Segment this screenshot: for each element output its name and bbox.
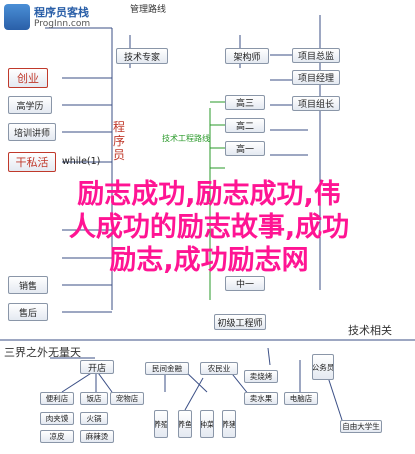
tech-route-label: 技术工程路线 xyxy=(162,134,210,143)
bottom-node-food-2: 麻辣烫 xyxy=(80,430,114,443)
bottom-node-hotpot: 火锅 xyxy=(80,412,108,425)
overlay-line-1: 励志成功,励志成功,伟 xyxy=(77,179,341,210)
level-mid-1: 中一 xyxy=(225,276,265,291)
bottom-node-food-1: 凉皮 xyxy=(40,430,74,443)
bottom-root-shop: 开店 xyxy=(80,360,114,374)
level-senior-1: 高一 xyxy=(225,141,265,156)
right-node-director: 项目总监 xyxy=(292,48,340,63)
bottom-node-agri-0: 养殖 xyxy=(154,410,168,438)
architect-node: 架构师 xyxy=(225,48,269,64)
programmer-label: 程序员 xyxy=(113,120,126,162)
management-route-label: 管理路线 xyxy=(130,5,167,15)
bottom-node-petshop: 宠物店 xyxy=(110,392,144,405)
left-node-aftersales: 售后 xyxy=(8,303,48,321)
left-node-sidejob: 干私活 xyxy=(8,152,56,172)
bottom-node-shop-0: 电脑店 xyxy=(284,392,318,405)
bottom-node-stall-1: 卖水果 xyxy=(244,392,278,405)
bottom-node-customs: 民间金融 xyxy=(145,362,189,375)
bottom-node-restaurant: 饭店 xyxy=(80,392,108,405)
level-senior-2: 高二 xyxy=(225,118,265,133)
overlay-title: 励志成功,励志成功,伟 人成功的励志故事,成功 励志,成功励志网 xyxy=(8,178,410,277)
bottom-node-agri-1: 养鱼 xyxy=(178,410,192,438)
bottom-node-agri-2: 种菜 xyxy=(200,410,214,438)
bottom-node-agri-3: 养猪 xyxy=(222,410,236,438)
bottom-node-food-0: 肉夹馍 xyxy=(40,412,74,425)
bottom-node-tail: 自由大学生 xyxy=(340,420,382,433)
tech-expert-node: 技术专家 xyxy=(116,48,168,64)
left-node-startup: 创业 xyxy=(8,68,48,88)
level-junior: 初级工程师 xyxy=(214,314,266,330)
right-node-lead: 项目组长 xyxy=(292,96,340,111)
left-node-degree: 高学历 xyxy=(8,96,52,114)
right-node-manager: 项目经理 xyxy=(292,70,340,85)
watermark-name: 程序员客栈 xyxy=(34,6,89,19)
overlay-line-2: 人成功的励志故事,成功 xyxy=(68,212,350,243)
bottom-node-agri: 农民业 xyxy=(200,362,238,375)
bottom-node-gov: 公务员 xyxy=(312,354,334,380)
watermark-logo xyxy=(4,4,30,30)
bottom-node-convenience: 便利店 xyxy=(40,392,74,405)
section-technical: 技术相关 xyxy=(348,324,392,337)
bottom-node-stall-0: 卖烧烤 xyxy=(244,370,278,383)
overlay-line-3: 励志,成功励志网 xyxy=(109,245,309,276)
watermark-url: ProgInn.com xyxy=(34,19,91,29)
left-node-sidejob-note: while(1) xyxy=(62,156,101,167)
section-non-tech: 三界之外无量天 xyxy=(4,346,81,359)
left-node-trainer: 培训讲师 xyxy=(8,123,56,141)
level-senior-3: 高三 xyxy=(225,95,265,110)
left-node-sales: 销售 xyxy=(8,276,48,294)
